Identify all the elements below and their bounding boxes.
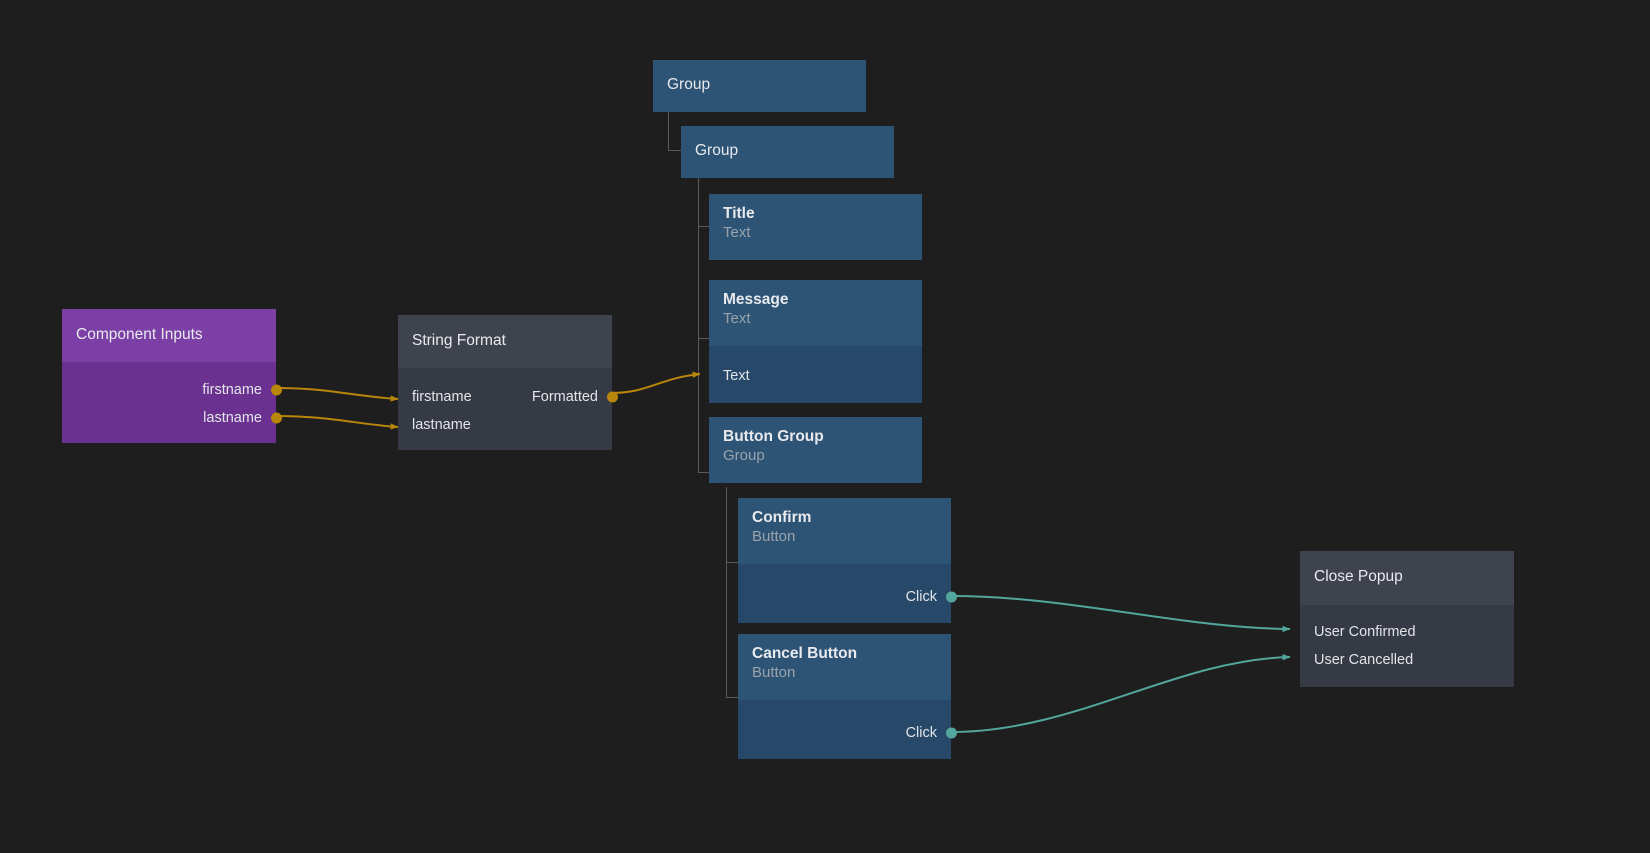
node-header: Title Text	[709, 194, 922, 260]
port-dot-click[interactable]	[945, 727, 957, 739]
node-component-inputs[interactable]: Component Inputs firstname lastname	[62, 309, 282, 443]
node-title: String Format	[412, 331, 506, 349]
port-row-click-output[interactable]: Click	[738, 585, 957, 609]
port-label-out-formatted: Formatted	[531, 388, 598, 405]
node-header: String Format	[398, 315, 612, 368]
port-dot-lastname[interactable]	[270, 412, 282, 424]
node-string-format[interactable]: String Format firstname Formatted lastna…	[398, 315, 618, 450]
node-header: Group	[653, 60, 866, 112]
node-header: Button Group Group	[709, 417, 922, 483]
node-header: Group	[681, 126, 894, 178]
node-subtitle: Text	[723, 310, 751, 328]
tree-connector-vertical	[726, 487, 727, 697]
node-body: Text	[709, 346, 922, 403]
node-group-root[interactable]: Group	[653, 60, 866, 112]
port-label: User Cancelled	[1314, 651, 1414, 668]
port-dot-click[interactable]	[945, 591, 957, 603]
node-message-text[interactable]: Message Text Text	[709, 280, 922, 403]
port-label: firstname	[202, 381, 262, 398]
node-group-child[interactable]: Group	[681, 126, 894, 178]
node-body: Click	[738, 564, 957, 623]
node-body: Click	[738, 700, 957, 759]
port-row-text-input[interactable]: Text	[709, 364, 922, 388]
port-row-firstname-formatted[interactable]: firstname Formatted	[398, 383, 618, 411]
node-title: Button Group	[723, 428, 824, 445]
port-label: lastname	[203, 409, 262, 426]
port-dot-firstname[interactable]	[270, 384, 282, 396]
node-subtitle: Group	[723, 447, 765, 465]
node-close-popup[interactable]: Close Popup User Confirmed User Cancelle…	[1300, 551, 1514, 687]
node-header: Message Text	[709, 280, 922, 346]
edge-firstname-to-stringformat	[275, 387, 399, 402]
node-title: Title	[723, 205, 755, 222]
node-body: firstname lastname	[62, 362, 282, 443]
tree-connector-vertical	[698, 178, 699, 473]
node-subtitle: Text	[723, 224, 751, 242]
edge-lastname-to-stringformat	[275, 415, 399, 430]
tree-connector-horizontal	[668, 150, 681, 151]
port-row-user-cancelled[interactable]: User Cancelled	[1300, 646, 1514, 674]
node-body: firstname Formatted lastname	[398, 368, 618, 450]
port-label: Text	[723, 367, 750, 384]
edge-cancel-click-to-user-cancelled	[950, 654, 1291, 733]
node-cancel-button[interactable]: Cancel Button Button Click	[738, 634, 957, 759]
port-dot-formatted[interactable]	[606, 391, 618, 403]
edge-confirm-click-to-user-confirmed	[950, 595, 1291, 633]
port-row-lastname-output[interactable]: lastname	[62, 404, 282, 432]
node-title: Message	[723, 291, 789, 308]
edge-formatted-to-message-text	[611, 371, 701, 394]
node-header: Confirm Button	[738, 498, 951, 564]
node-title: Component Inputs	[76, 325, 203, 343]
port-row-click-output[interactable]: Click	[738, 721, 957, 745]
tree-connector-horizontal	[698, 472, 710, 473]
port-row-user-confirmed[interactable]: User Confirmed	[1300, 618, 1514, 646]
node-confirm-button[interactable]: Confirm Button Click	[738, 498, 957, 623]
node-button-group[interactable]: Button Group Group	[709, 417, 922, 483]
port-label-in-lastname: lastname	[412, 416, 471, 433]
port-row-firstname-output[interactable]: firstname	[62, 376, 282, 404]
tree-connector-horizontal	[726, 697, 738, 698]
node-title-text[interactable]: Title Text	[709, 194, 922, 260]
node-title: Close Popup	[1314, 568, 1403, 586]
tree-connector-horizontal	[698, 338, 710, 339]
node-subtitle: Button	[752, 664, 796, 682]
port-label: User Confirmed	[1314, 623, 1416, 640]
node-title: Group	[667, 76, 711, 94]
node-title: Cancel Button	[752, 645, 858, 662]
tree-connector-horizontal	[726, 562, 738, 563]
node-title: Group	[695, 142, 739, 160]
node-header: Cancel Button Button	[738, 634, 951, 700]
node-header: Component Inputs	[62, 309, 276, 362]
tree-connector-vertical	[668, 112, 669, 150]
node-header: Close Popup	[1300, 551, 1514, 605]
tree-connector-horizontal	[698, 226, 710, 227]
port-row-lastname-input[interactable]: lastname	[398, 411, 612, 439]
port-label: Click	[905, 724, 937, 741]
node-subtitle: Button	[752, 528, 796, 546]
node-body: User Confirmed User Cancelled	[1300, 605, 1514, 687]
port-label: Click	[905, 588, 937, 605]
node-title: Confirm	[752, 509, 812, 526]
port-label-in-firstname: firstname	[412, 388, 472, 405]
